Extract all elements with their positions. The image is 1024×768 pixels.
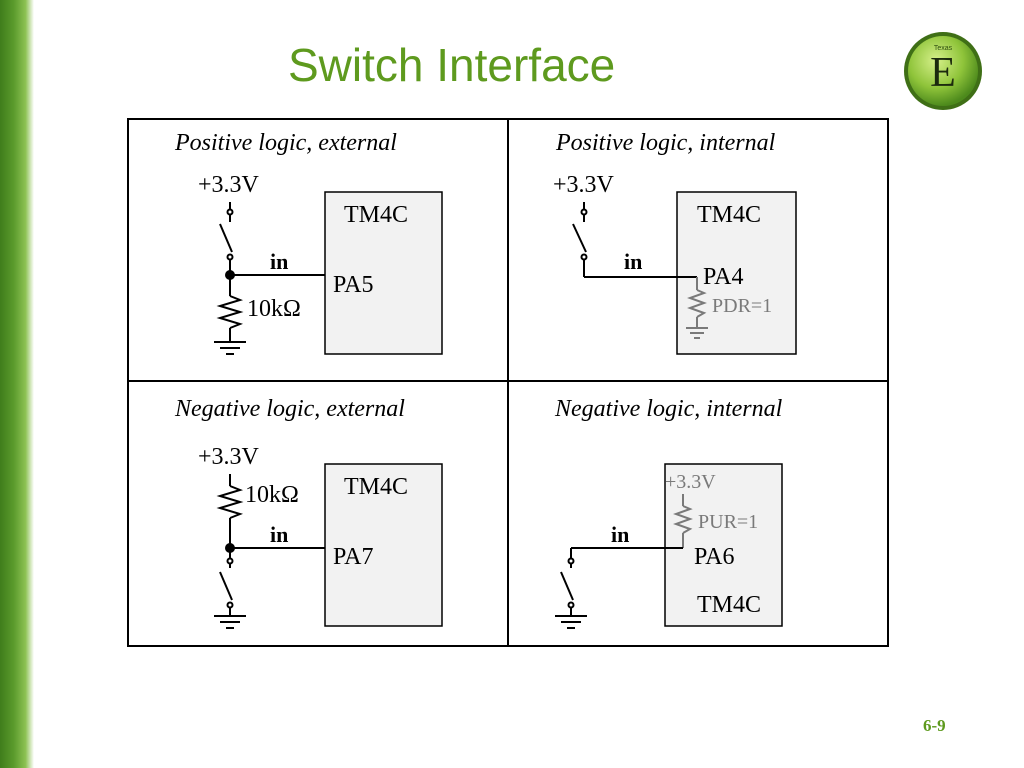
- panel-negative-internal: Negative logic, internal +3.3V PUR=1 PA6…: [554, 396, 783, 629]
- slide-title: Switch Interface: [288, 39, 616, 91]
- svg-text:Texas: Texas: [934, 45, 953, 52]
- switch-lever: [219, 223, 233, 253]
- switch-contact: [567, 557, 575, 565]
- panel-positive-internal: Positive logic, internal +3.3V TM4C PA4 …: [553, 130, 797, 355]
- chip-box: [664, 463, 783, 627]
- supply-label: +3.3V: [198, 444, 260, 470]
- chip-box: [324, 463, 443, 627]
- panel-heading: Negative logic, internal: [554, 396, 783, 422]
- pin-label: PA5: [333, 272, 373, 298]
- pin-label: PA7: [333, 544, 373, 570]
- texas-e-logo-icon: E Texas: [904, 32, 982, 110]
- page-number: 6-9: [923, 716, 946, 735]
- svg-text:E: E: [930, 50, 956, 96]
- resistor-label: 10kΩ: [247, 296, 301, 322]
- panel-heading: Positive logic, external: [174, 130, 397, 156]
- supply-label: +3.3V: [553, 172, 615, 198]
- panel-positive-external: Positive logic, external +3.3V TM4C PA5 …: [174, 130, 443, 355]
- resistor-label: 10kΩ: [245, 482, 299, 508]
- chip-label: TM4C: [697, 592, 761, 618]
- signal-label: in: [270, 522, 288, 547]
- signal-label: in: [624, 249, 642, 274]
- chip-label: TM4C: [697, 202, 761, 228]
- side-gradient-bar: [0, 0, 34, 768]
- signal-label: in: [611, 522, 629, 547]
- internal-pullup-label: PUR=1: [698, 511, 758, 533]
- pin-label: PA4: [703, 264, 743, 290]
- panel-heading: Negative logic, external: [174, 396, 405, 422]
- switch-contact: [226, 557, 234, 565]
- resistor-10k: [216, 295, 244, 329]
- pin-label: PA6: [694, 544, 734, 570]
- junction-dot: [225, 543, 235, 553]
- internal-supply-label: +3.3V: [665, 471, 716, 493]
- chip-label: TM4C: [344, 202, 408, 228]
- resistor-10k: [216, 485, 244, 519]
- switch-contact: [580, 208, 588, 216]
- switch-lever: [572, 223, 587, 253]
- signal-label: in: [270, 249, 288, 274]
- junction-dot: [225, 270, 235, 280]
- panel-negative-external: Negative logic, external +3.3V TM4C PA7 …: [174, 396, 443, 629]
- internal-pulldown-label: PDR=1: [712, 295, 772, 317]
- switch-lever: [219, 571, 233, 601]
- switch-contact: [226, 208, 234, 216]
- chip-box: [324, 191, 443, 355]
- supply-label: +3.3V: [198, 172, 260, 198]
- panel-heading: Positive logic, internal: [555, 130, 776, 156]
- chip-label: TM4C: [344, 474, 408, 500]
- internal-pullup-resistor: [673, 494, 693, 548]
- switch-lever: [560, 571, 574, 601]
- internal-pulldown-resistor: [686, 277, 708, 339]
